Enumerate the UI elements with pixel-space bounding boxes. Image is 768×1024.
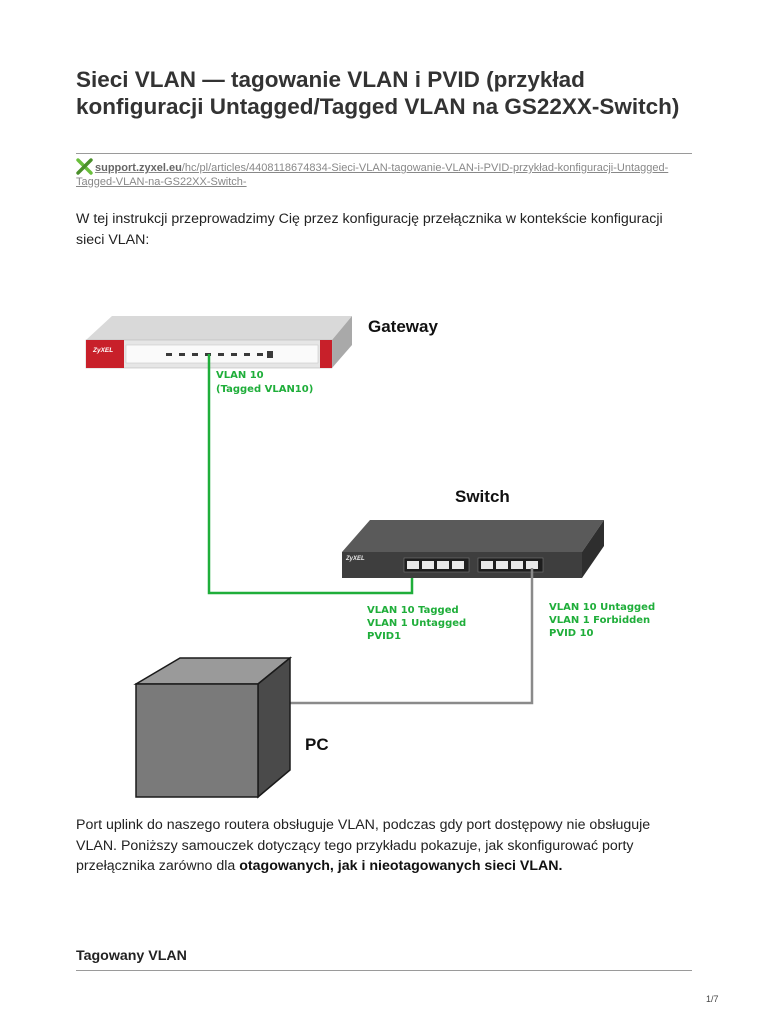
svg-text:VLAN 1 Forbidden: VLAN 1 Forbidden [549,615,650,626]
svg-text:VLAN 1 Untagged: VLAN 1 Untagged [367,618,466,629]
svg-text:VLAN 10 Untagged: VLAN 10 Untagged [549,602,655,613]
svg-text:PVID1: PVID1 [367,631,401,642]
svg-text:VLAN 10 Tagged: VLAN 10 Tagged [367,605,459,616]
network-diagram: ZyXEL Gateway VLAN 10 (Tagged VLAN10) Zy… [0,0,768,800]
switch-port2-labels: VLAN 10 Untagged VLAN 1 Forbidden PVID 1… [549,602,655,639]
section-divider [76,970,692,971]
svg-text:PVID 10: PVID 10 [549,628,594,639]
body-paragraph: Port uplink do naszego routera obsługuje… [76,815,676,877]
switch-brand: ZyXEL [345,556,365,562]
gateway-label: Gateway [368,317,438,336]
uplink-label-1: VLAN 10 [216,370,264,381]
pc-label: PC [305,735,329,754]
gateway-device: ZyXEL [86,316,352,368]
switch-port1-labels: VLAN 10 Tagged VLAN 1 Untagged PVID1 [367,605,466,642]
uplink-label-2: (Tagged VLAN10) [216,384,313,395]
gateway-brand: ZyXEL [92,347,113,354]
switch-label: Switch [455,487,510,506]
switch-device: ZyXEL [342,520,604,578]
pc-device [136,658,290,797]
page-number: 1/7 [706,994,719,1004]
section-heading: Tagowany VLAN [76,948,187,964]
